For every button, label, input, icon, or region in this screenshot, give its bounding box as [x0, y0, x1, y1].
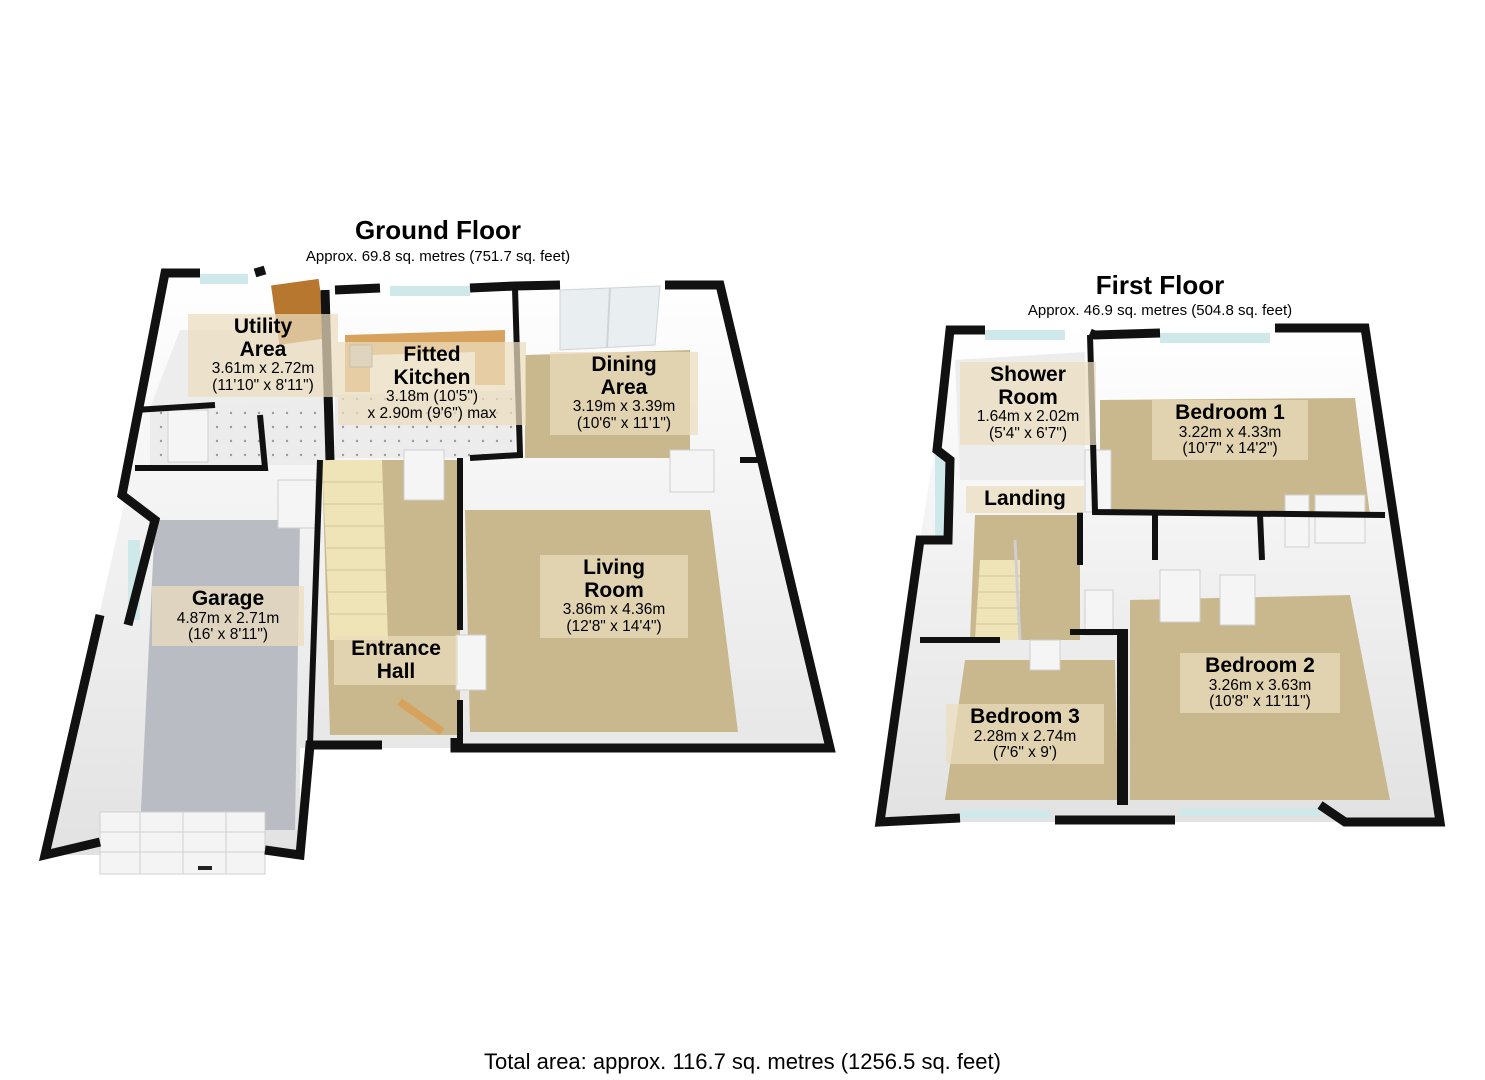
room-label-bedroom-2: Bedroom 2 3.26m x 3.63m (10'8" x 11'11")	[1180, 653, 1340, 714]
door-icon	[403, 449, 445, 501]
patio-doors-icon	[559, 285, 661, 351]
door-icon	[1084, 589, 1114, 636]
room-label-shower-room: Shower Room 1.64m x 2.02m (5'4" x 6'7")	[960, 362, 1096, 445]
door-icon	[455, 634, 487, 691]
room-label-entrance-hall: Entrance Hall	[334, 636, 458, 686]
window-icon	[390, 286, 470, 296]
window-icon	[935, 455, 947, 540]
stairs-icon	[322, 460, 388, 640]
window-icon	[1160, 333, 1270, 343]
ground-floor-interior-walls	[134, 287, 760, 746]
room-label-fitted-kitchen: Fitted Kitchen 3.18m (10'5") x 2.90m (9'…	[338, 342, 526, 425]
door-icon	[1219, 574, 1256, 626]
door-icon	[167, 409, 209, 463]
door-icon	[277, 479, 317, 529]
total-area: Total area: approx. 116.7 sq. metres (12…	[484, 1049, 1001, 1074]
door-icon	[1284, 494, 1310, 548]
first-floor-area: Approx. 46.9 sq. metres (504.8 sq. feet)	[1027, 302, 1293, 319]
room-label-bedroom-3: Bedroom 3 2.28m x 2.74m (7'6" x 9')	[946, 704, 1104, 765]
garage-door-icon	[99, 811, 266, 875]
door-icon	[669, 449, 715, 493]
ground-floor-area: Approx. 69.8 sq. metres (751.7 sq. feet)	[305, 248, 571, 265]
window-icon	[1180, 808, 1320, 816]
window-icon	[960, 810, 1050, 818]
door-icon	[1159, 569, 1201, 623]
front-door-icon	[397, 698, 445, 735]
room-label-utility-area: Utility Area 3.61m x 2.72m (11'10" x 8'1…	[188, 314, 338, 397]
room-label-bedroom-1: Bedroom 1 3.22m x 4.33m (10'7" x 14'2")	[1152, 400, 1308, 461]
door-icon	[1084, 449, 1112, 513]
first-floor-walls	[874, 323, 1446, 827]
garage-floor	[140, 520, 300, 830]
room-label-garage: Garage 4.87m x 2.71m (16' x 8'11")	[152, 586, 304, 647]
stairs-icon	[975, 539, 1022, 641]
room-label-living-room: Living Room 3.86m x 4.36m (12'8" x 14'4"…	[540, 555, 688, 638]
ground-floor-title: Ground Floor	[354, 215, 522, 245]
room-label-dining-area: Dining Area 3.19m x 3.39m (10'6" x 11'1"…	[550, 352, 698, 435]
door-icon	[1029, 639, 1061, 671]
room-label-landing: Landing	[966, 486, 1084, 513]
first-floor-title: First Floor	[1095, 270, 1225, 300]
window-icon	[200, 274, 248, 284]
door-icon	[1314, 494, 1366, 544]
window-icon	[985, 330, 1065, 340]
